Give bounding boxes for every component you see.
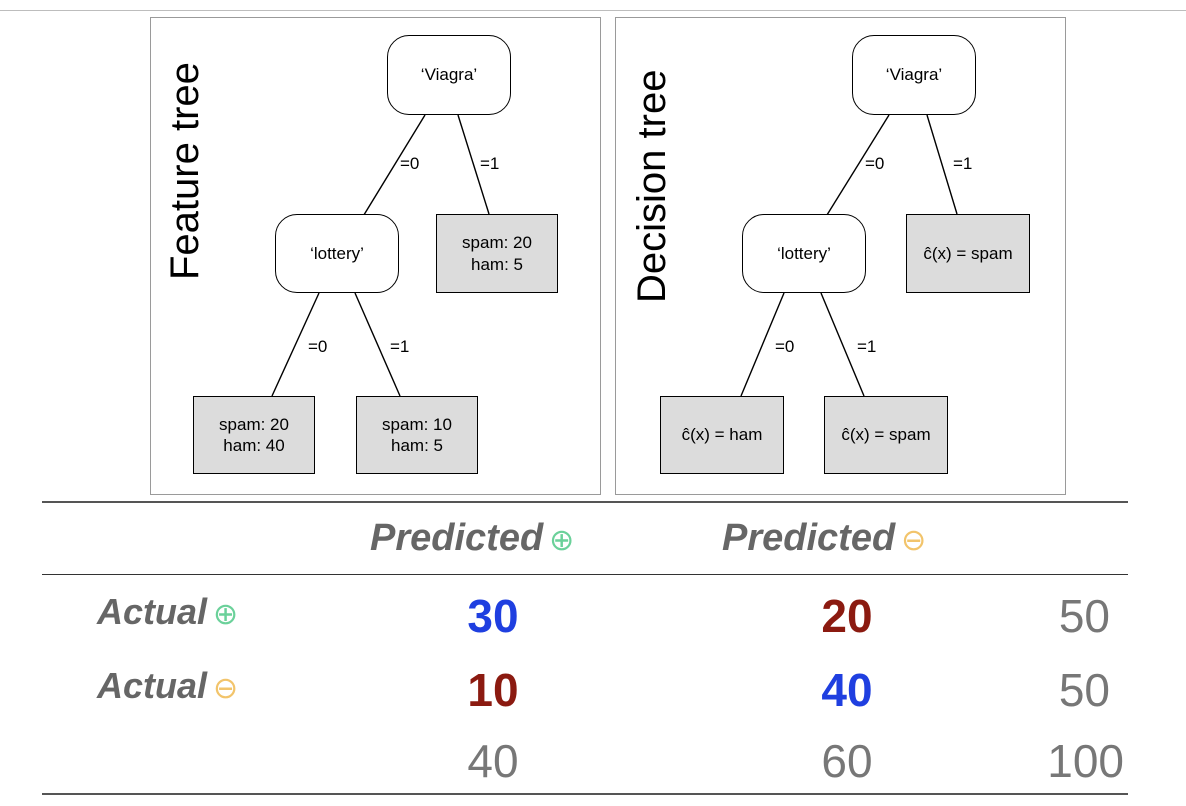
row-header-label: Actual xyxy=(97,591,208,632)
panel-title: Feature tree xyxy=(163,62,207,280)
leaf-node: ĉ(x) = spam xyxy=(824,396,948,474)
edge-root-right xyxy=(457,114,490,215)
root-node: ‘Viagra’ xyxy=(852,35,976,115)
lottery-node: ‘lottery’ xyxy=(742,214,866,293)
panel-title: Decision tree xyxy=(630,69,674,303)
edge-label: =1 xyxy=(953,154,973,173)
row-header-actual-positive: Actual⊕ xyxy=(97,591,238,633)
row-header-actual-negative: Actual⊖ xyxy=(97,665,238,707)
table-header-rule xyxy=(42,574,1128,575)
leaf-node: spam: 20 ham: 5 xyxy=(436,214,558,293)
row-total: 50 xyxy=(1058,590,1110,642)
edge-label: =0 xyxy=(865,154,885,173)
true-negative-count: 40 xyxy=(821,664,873,716)
lottery-node: ‘lottery’ xyxy=(275,214,399,293)
positive-symbol: ⊕ xyxy=(213,598,239,631)
edge-label: =0 xyxy=(308,337,328,356)
edge-label: =1 xyxy=(857,337,877,356)
column-header-label: Predicted xyxy=(722,517,896,559)
table-bottom-rule xyxy=(42,793,1128,795)
edge-inner-left xyxy=(740,292,785,397)
grand-total: 100 xyxy=(1047,735,1124,787)
negative-symbol: ⊖ xyxy=(901,524,927,557)
edge-inner-left xyxy=(271,292,320,397)
edge-label: =1 xyxy=(480,154,500,173)
edge-inner-right xyxy=(354,292,401,397)
edge-root-right xyxy=(926,114,958,215)
decision-tree-panel: Decision tree ‘Viagra’ =0 =1 ‘lottery’ ĉ… xyxy=(615,17,1066,495)
leaf-node: ĉ(x) = spam xyxy=(906,214,1030,293)
positive-symbol: ⊕ xyxy=(549,524,575,557)
decision-tree-edges xyxy=(740,114,958,397)
row-header-label: Actual xyxy=(97,665,208,706)
root-node: ‘Viagra’ xyxy=(387,35,511,115)
column-total: 60 xyxy=(821,735,873,787)
false-positive-count: 10 xyxy=(467,664,519,716)
edge-label: =0 xyxy=(400,154,420,173)
table-top-rule xyxy=(42,501,1128,503)
feature-tree-edges xyxy=(271,114,490,397)
edge-label: =1 xyxy=(390,337,410,356)
row-total: 50 xyxy=(1058,664,1110,716)
true-positive-count: 30 xyxy=(467,590,519,642)
leaf-node: ĉ(x) = ham xyxy=(660,396,784,474)
column-header-predicted-negative: Predicted⊖ xyxy=(722,517,926,560)
leaf-node: spam: 20 ham: 40 xyxy=(193,396,315,474)
top-divider xyxy=(0,10,1186,11)
feature-tree-panel: Feature tree ‘Viagra’ =0 =1 ‘lottery’ sp… xyxy=(150,17,601,495)
negative-symbol: ⊖ xyxy=(213,672,239,705)
edge-inner-right xyxy=(820,292,865,397)
column-total: 40 xyxy=(467,735,519,787)
column-header-predicted-positive: Predicted⊕ xyxy=(370,517,574,560)
edge-root-left xyxy=(821,114,890,224)
edge-label: =0 xyxy=(775,337,795,356)
leaf-node: spam: 10 ham: 5 xyxy=(356,396,478,474)
edge-root-left xyxy=(358,114,426,224)
column-header-label: Predicted xyxy=(370,517,544,559)
false-negative-count: 20 xyxy=(821,590,873,642)
